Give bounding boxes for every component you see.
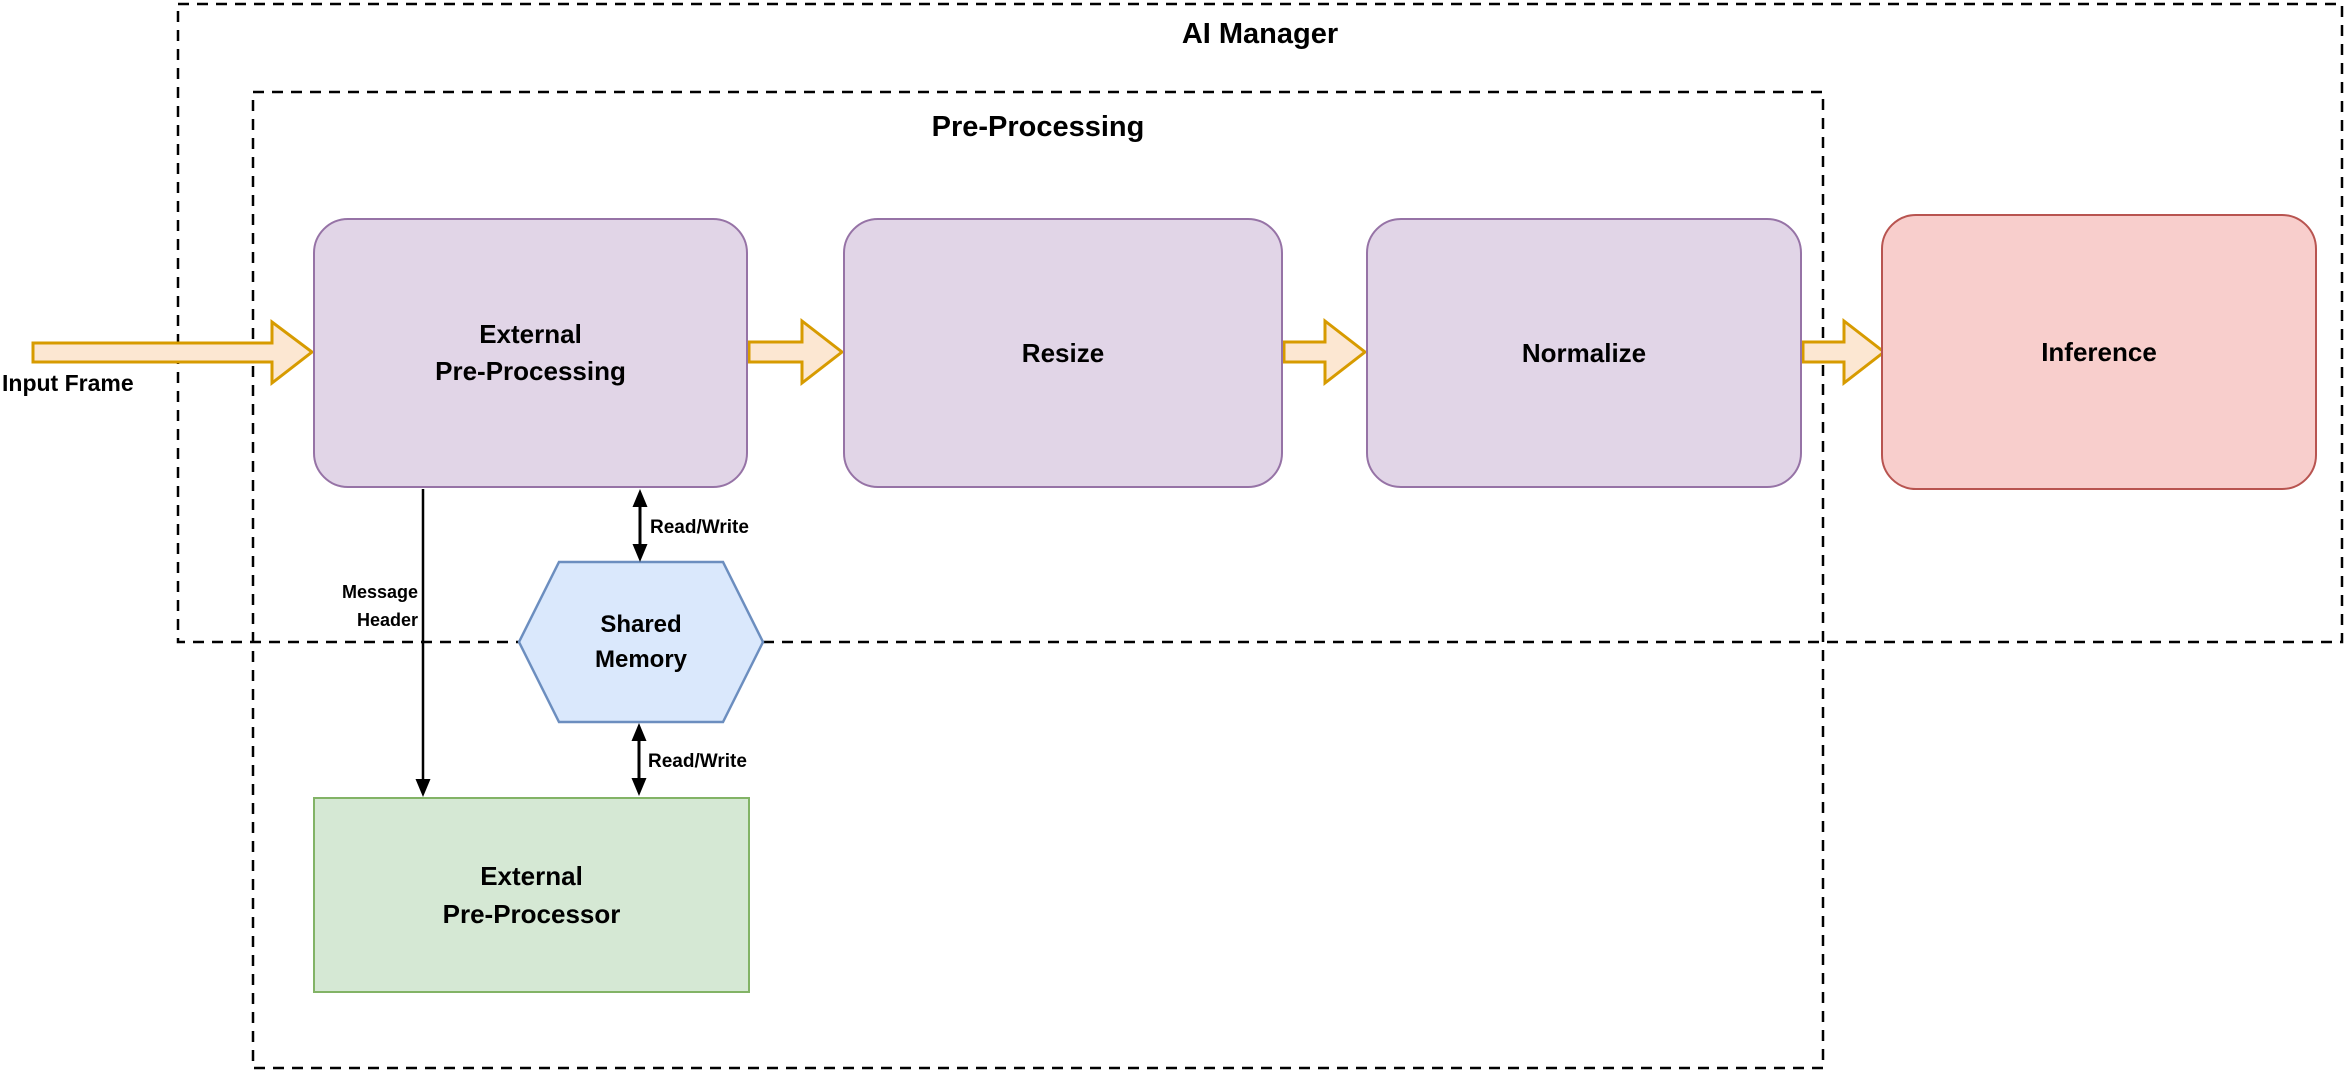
pre-processing-group-border (251, 90, 1825, 1070)
read-write-top-label: Read/Write (650, 517, 749, 538)
node-shared-memory-label-line1: Shared (600, 611, 682, 638)
input-frame-label: Input Frame (2, 370, 134, 396)
pre-processing-group-title: Pre-Processing (931, 111, 1145, 143)
node-normalize-label: Normalize (1521, 337, 1647, 368)
node-external-pre-processor-label-line1: External (480, 861, 583, 891)
message-header-label: Message Header (298, 578, 418, 634)
node-normalize: Normalize (1366, 218, 1802, 488)
ai-manager-group-border (176, 2, 2344, 644)
node-external-pre-processor: External Pre-Processor (313, 797, 750, 993)
node-external-pre-processing-label-line1: External (479, 319, 582, 349)
shared-memory-hexagon (517, 560, 765, 724)
message-header-arrowhead-icon (415, 779, 431, 797)
node-resize-label: Resize (1021, 337, 1105, 368)
node-external-pre-processing-label-line2: Pre-Processing (435, 356, 626, 386)
read-write-top-arrowhead-up-icon (632, 489, 648, 507)
ai-manager-group-title: AI Manager (1181, 18, 1339, 50)
read-write-bottom-arrowhead-up-icon (631, 723, 647, 741)
flow-arrow-1-icon (747, 317, 845, 387)
message-header-label-line2: Header (356, 610, 418, 630)
node-shared-memory-label-line2: Memory (594, 646, 688, 673)
node-inference-label: Inference (2041, 336, 2157, 367)
node-shared-memory: Shared Memory (519, 562, 763, 722)
message-header-label-line1: Message (341, 582, 418, 602)
input-frame-arrow-icon (31, 319, 315, 387)
read-write-top-arrowhead-down-icon (632, 544, 648, 562)
node-external-pre-processing: External Pre-Processing (313, 218, 748, 488)
read-write-bottom-label: Read/Write (648, 751, 747, 772)
read-write-bottom-arrowhead-down-icon (631, 778, 647, 796)
flow-arrow-2-icon (1282, 317, 1368, 387)
node-inference: Inference (1881, 214, 2317, 490)
node-resize: Resize (843, 218, 1283, 488)
flow-arrow-3-icon (1801, 317, 1887, 387)
node-external-pre-processor-label-line2: Pre-Processor (442, 899, 621, 929)
